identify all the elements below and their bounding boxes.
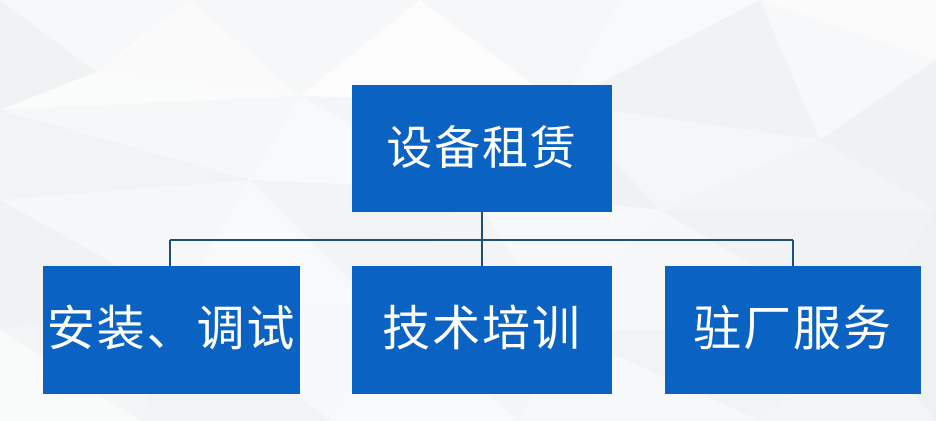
node-technical-training[interactable]: 技术培训 <box>352 266 612 394</box>
node-equipment-leasing[interactable]: 设备租赁 <box>352 85 612 212</box>
node-label-installation-debugging: 安装、调试 <box>46 303 297 356</box>
node-label-onsite-factory-service: 驻厂服务 <box>693 303 893 356</box>
node-installation-debugging[interactable]: 安装、调试 <box>43 266 300 394</box>
node-onsite-factory-service[interactable]: 驻厂服务 <box>665 266 921 394</box>
node-label-technical-training: 技术培训 <box>382 303 582 356</box>
node-label-equipment-leasing: 设备租赁 <box>386 122 578 174</box>
